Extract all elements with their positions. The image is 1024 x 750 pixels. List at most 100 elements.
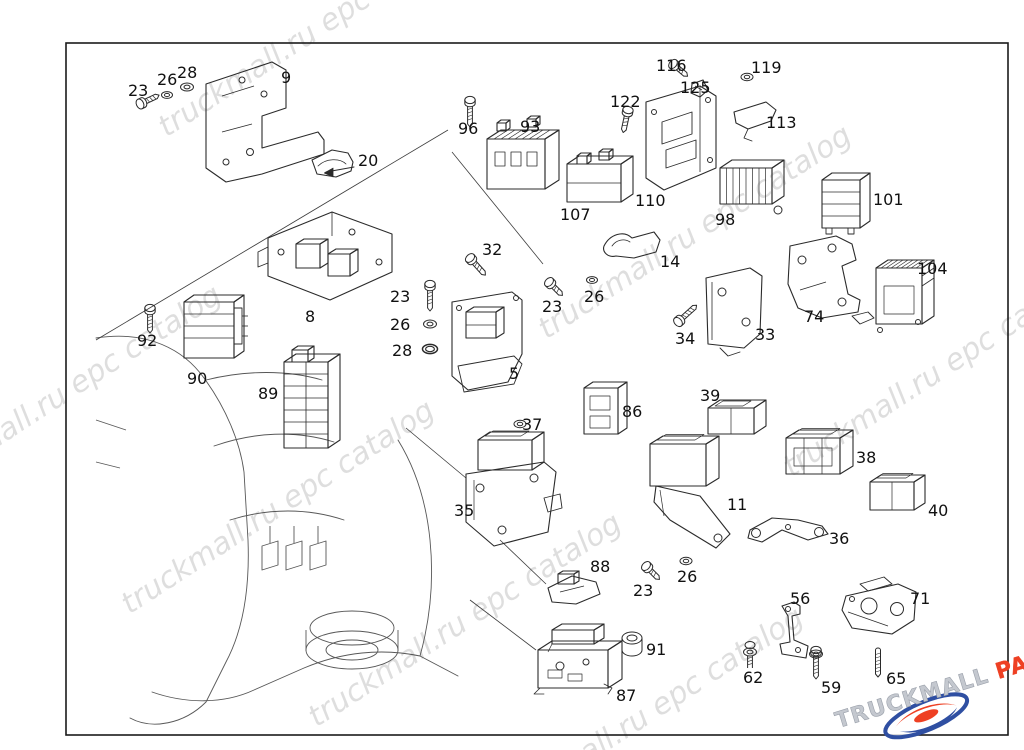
part-label-96: 96 [458, 119, 478, 138]
part-label-5: 5 [509, 364, 519, 383]
part-label-8: 8 [305, 307, 315, 326]
emblem-core [914, 709, 939, 723]
stud-65 [875, 647, 881, 678]
washer-26-lower [679, 556, 693, 566]
part-label-62: 62 [743, 668, 763, 687]
part-label-40: 40 [928, 501, 948, 520]
part-label-107: 107 [560, 205, 591, 224]
leader-lines [95, 129, 547, 651]
part-label-122: 122 [610, 92, 641, 111]
part-label-33: 33 [755, 325, 775, 344]
washer-26-mid [586, 276, 598, 284]
part-107-box [566, 148, 634, 203]
part-label-119: 119 [751, 58, 782, 77]
part-label-38: 38 [856, 448, 876, 467]
screw-23-topleft [135, 93, 160, 110]
engine-block-sketch [95, 335, 459, 725]
part-label-86: 86 [622, 402, 642, 421]
watermark-text: truckmall.ru epc catalog [115, 393, 441, 622]
part-56-bracket [779, 601, 809, 659]
truckmall-logo: TRUCKMALL PARTS [832, 637, 1024, 740]
part-39-tray [707, 399, 767, 435]
part-label-28: 28 [392, 341, 412, 360]
part-88-bracket [547, 570, 601, 605]
watermark-text: truckmall.ru epc catalog [0, 278, 228, 507]
washer-119 [740, 72, 754, 82]
part-label-74: 74 [804, 307, 824, 326]
part-5-bracket [451, 291, 523, 393]
screw-122 [620, 105, 634, 133]
part-label-23: 23 [390, 287, 410, 306]
part-label-59: 59 [821, 678, 841, 697]
part-label-23: 23 [633, 581, 653, 600]
part-90-module [183, 294, 248, 359]
part-label-35: 35 [454, 501, 474, 520]
part-label-101: 101 [873, 190, 904, 209]
part-33-plate [705, 267, 763, 357]
part-label-92: 92 [137, 331, 157, 350]
part-label-98: 98 [715, 210, 735, 229]
screw-23-lower [641, 561, 660, 580]
part-label-91: 91 [646, 640, 666, 659]
part-label-87: 87 [616, 686, 636, 705]
part-label-28: 28 [177, 63, 197, 82]
screw-32 [464, 253, 486, 276]
part-74-bracket [787, 235, 875, 325]
emblem-swirl-red [894, 703, 957, 729]
part-label-26: 26 [390, 315, 410, 334]
part-35-assembly [465, 430, 563, 547]
bolt-62 [743, 641, 757, 668]
bolt-34 [673, 304, 698, 328]
part-label-37: 37 [522, 415, 542, 434]
part-label-20: 20 [358, 151, 378, 170]
part-14-clip [603, 231, 661, 259]
bolt-59 [809, 645, 823, 680]
screw-23-col [424, 279, 436, 312]
screw-116 [668, 58, 689, 77]
part-label-89: 89 [258, 384, 278, 403]
part-label-11: 11 [727, 495, 747, 514]
washer-28-topleft [180, 82, 194, 92]
part-104-ecu [875, 259, 935, 333]
part-36-linkage [747, 517, 829, 543]
clip-125 [690, 79, 709, 98]
diagram-border [65, 42, 1009, 736]
part-101-box [821, 172, 871, 235]
part-label-88: 88 [590, 557, 610, 576]
part-8-plate [257, 211, 393, 301]
grommet-37 [513, 419, 527, 429]
part-89-module [283, 345, 341, 449]
part-label-116: 116 [656, 56, 687, 75]
screw-92 [144, 303, 156, 334]
part-label-113: 113 [766, 113, 797, 132]
part-label-104: 104 [917, 259, 948, 278]
part-87-module [533, 623, 623, 695]
part-label-9: 9 [281, 68, 291, 87]
parts-line-art [95, 58, 935, 695]
part-98-module [719, 159, 785, 215]
part-110-bracket [645, 85, 717, 191]
grommet-28-col [421, 343, 439, 355]
part-label-71: 71 [910, 589, 930, 608]
part-label-36: 36 [829, 529, 849, 548]
watermark-text: truckmall.ru epc catalog [302, 506, 628, 735]
part-38-tray [785, 428, 854, 475]
part-40-tray [869, 473, 926, 511]
part-label-65: 65 [886, 669, 906, 688]
part-label-39: 39 [700, 386, 720, 405]
washer-26-col [423, 319, 437, 329]
part-label-90: 90 [187, 369, 207, 388]
part-93-box [486, 115, 560, 190]
part-9-bracket [205, 61, 325, 183]
washer-26-topleft [161, 91, 173, 99]
part-label-56: 56 [790, 589, 810, 608]
part-label-26: 26 [157, 70, 177, 89]
watermark-text: truckmall.ru epc catalog [152, 0, 478, 144]
part-20-clip [311, 149, 355, 178]
part-label-23: 23 [128, 81, 148, 100]
part-91-cap [621, 631, 643, 657]
bracket-113 [733, 101, 777, 142]
